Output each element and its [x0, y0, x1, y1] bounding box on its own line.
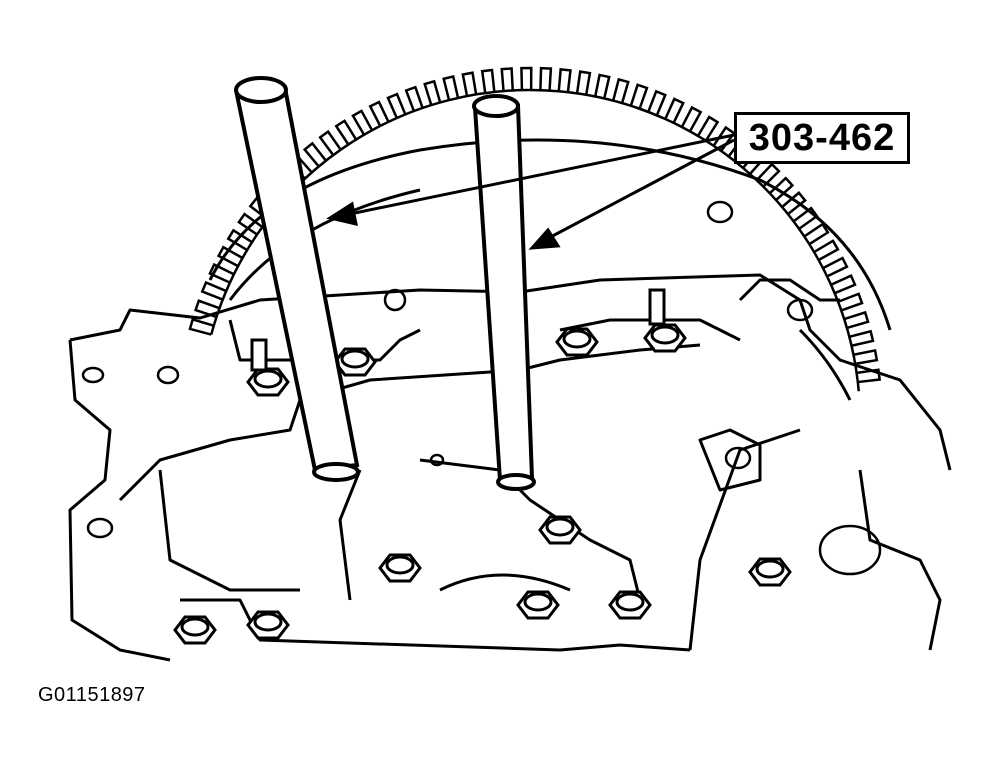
tool-303-462-pins [234, 76, 536, 491]
gear-tooth [208, 262, 235, 284]
bolt-face [523, 592, 553, 612]
gear-tooth [843, 310, 870, 330]
gear-tooth [629, 83, 649, 110]
gear-tooth [680, 105, 703, 132]
gear-tooth [539, 66, 553, 91]
gear-tooth [386, 92, 407, 119]
gear-tooth [318, 129, 342, 156]
gear-tooth [500, 67, 514, 92]
gear-tooth [594, 73, 611, 99]
gear-tooth [334, 119, 358, 146]
gear-tooth [226, 228, 253, 252]
gear-tooth [194, 299, 220, 319]
gear-tooth [853, 348, 879, 366]
gear-tooth [423, 79, 442, 106]
bolt-face [615, 592, 645, 612]
bolt-face [755, 559, 785, 579]
gear-tooth [575, 70, 592, 96]
gear-tooth [830, 274, 857, 295]
bolt-face [385, 555, 415, 575]
gear-tooth [664, 97, 685, 124]
gear-tooth [200, 280, 227, 301]
gear-tooth [856, 368, 882, 384]
gear-tooth [813, 239, 840, 262]
bolt-face [340, 349, 370, 369]
tool-number-callout: 303-462 [734, 112, 910, 164]
gear-tooth [368, 100, 390, 127]
bolt-face [650, 325, 680, 345]
gear-tooth [803, 222, 830, 246]
gear-tooth [792, 206, 819, 230]
gear-tooth [647, 89, 667, 116]
gear-tooth [557, 67, 572, 93]
gear-tooth [480, 68, 496, 94]
gear-tooth [188, 317, 215, 336]
gear-tooth [351, 109, 374, 136]
gear-tooth [849, 329, 875, 347]
gear-tooth [461, 71, 478, 97]
bolt-face [562, 329, 592, 349]
gear-tooth [822, 256, 849, 278]
studs [250, 288, 666, 372]
gear-tooth [442, 74, 460, 101]
gear-tooth [520, 66, 533, 91]
gear-tooth [302, 141, 327, 168]
callout-arrows [326, 133, 735, 250]
gear-tooth [781, 191, 807, 216]
bolt-face [180, 617, 210, 637]
bolt-face [253, 612, 283, 632]
figure-id: G01151897 [38, 684, 146, 706]
holes [81, 200, 882, 576]
gear-tooth [837, 292, 864, 312]
gear-tooth [404, 85, 424, 112]
bolt-heads [173, 323, 792, 645]
gear-tooth [755, 162, 781, 188]
bolt-face [253, 369, 283, 389]
gear-tooth [696, 115, 720, 142]
gear-tooth [216, 245, 244, 268]
gear-tooth [611, 77, 630, 104]
bolt-face [545, 517, 575, 537]
